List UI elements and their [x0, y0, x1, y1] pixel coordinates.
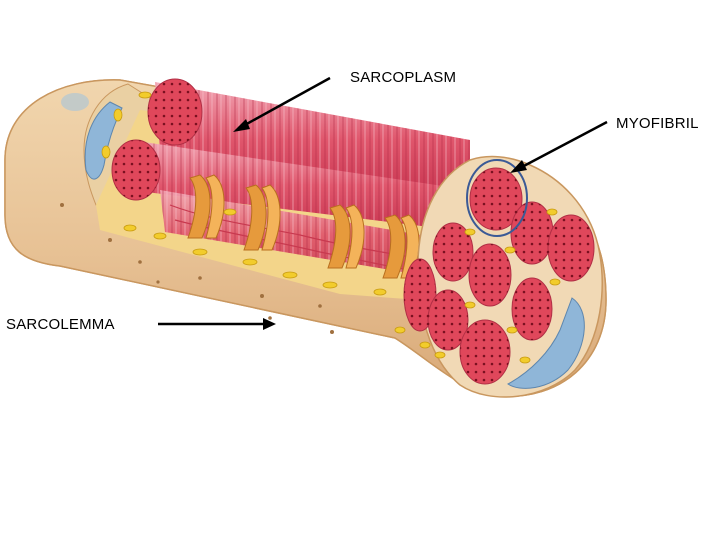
myofibril-highlight-circle: [466, 159, 528, 237]
sarcolemma-label: SARCOLEMMA: [6, 316, 115, 333]
sarcolemma-arrowhead: [263, 318, 276, 330]
sarcolemma-pores: [60, 203, 334, 334]
myofibril-cross-sections: [403, 167, 595, 385]
t-tubules: [187, 174, 420, 279]
sarcoplasm-arrowhead: [233, 119, 250, 132]
myofibril-label: MYOFIBRIL: [616, 115, 699, 132]
myofibril-arrow: [519, 120, 608, 170]
sarcoplasm-label: SARCOPLASM: [350, 69, 457, 86]
mitochondria-cross-section: [394, 208, 561, 364]
nucleus-left: [84, 101, 123, 180]
myofibril-end-caps-left: [111, 78, 203, 201]
pointer-arrows: [158, 76, 608, 330]
nucleus-right: [507, 297, 585, 389]
myofibril-arrowhead: [510, 160, 527, 173]
sarcoplasm-arrow: [242, 76, 331, 128]
mitochondria: [101, 91, 447, 302]
